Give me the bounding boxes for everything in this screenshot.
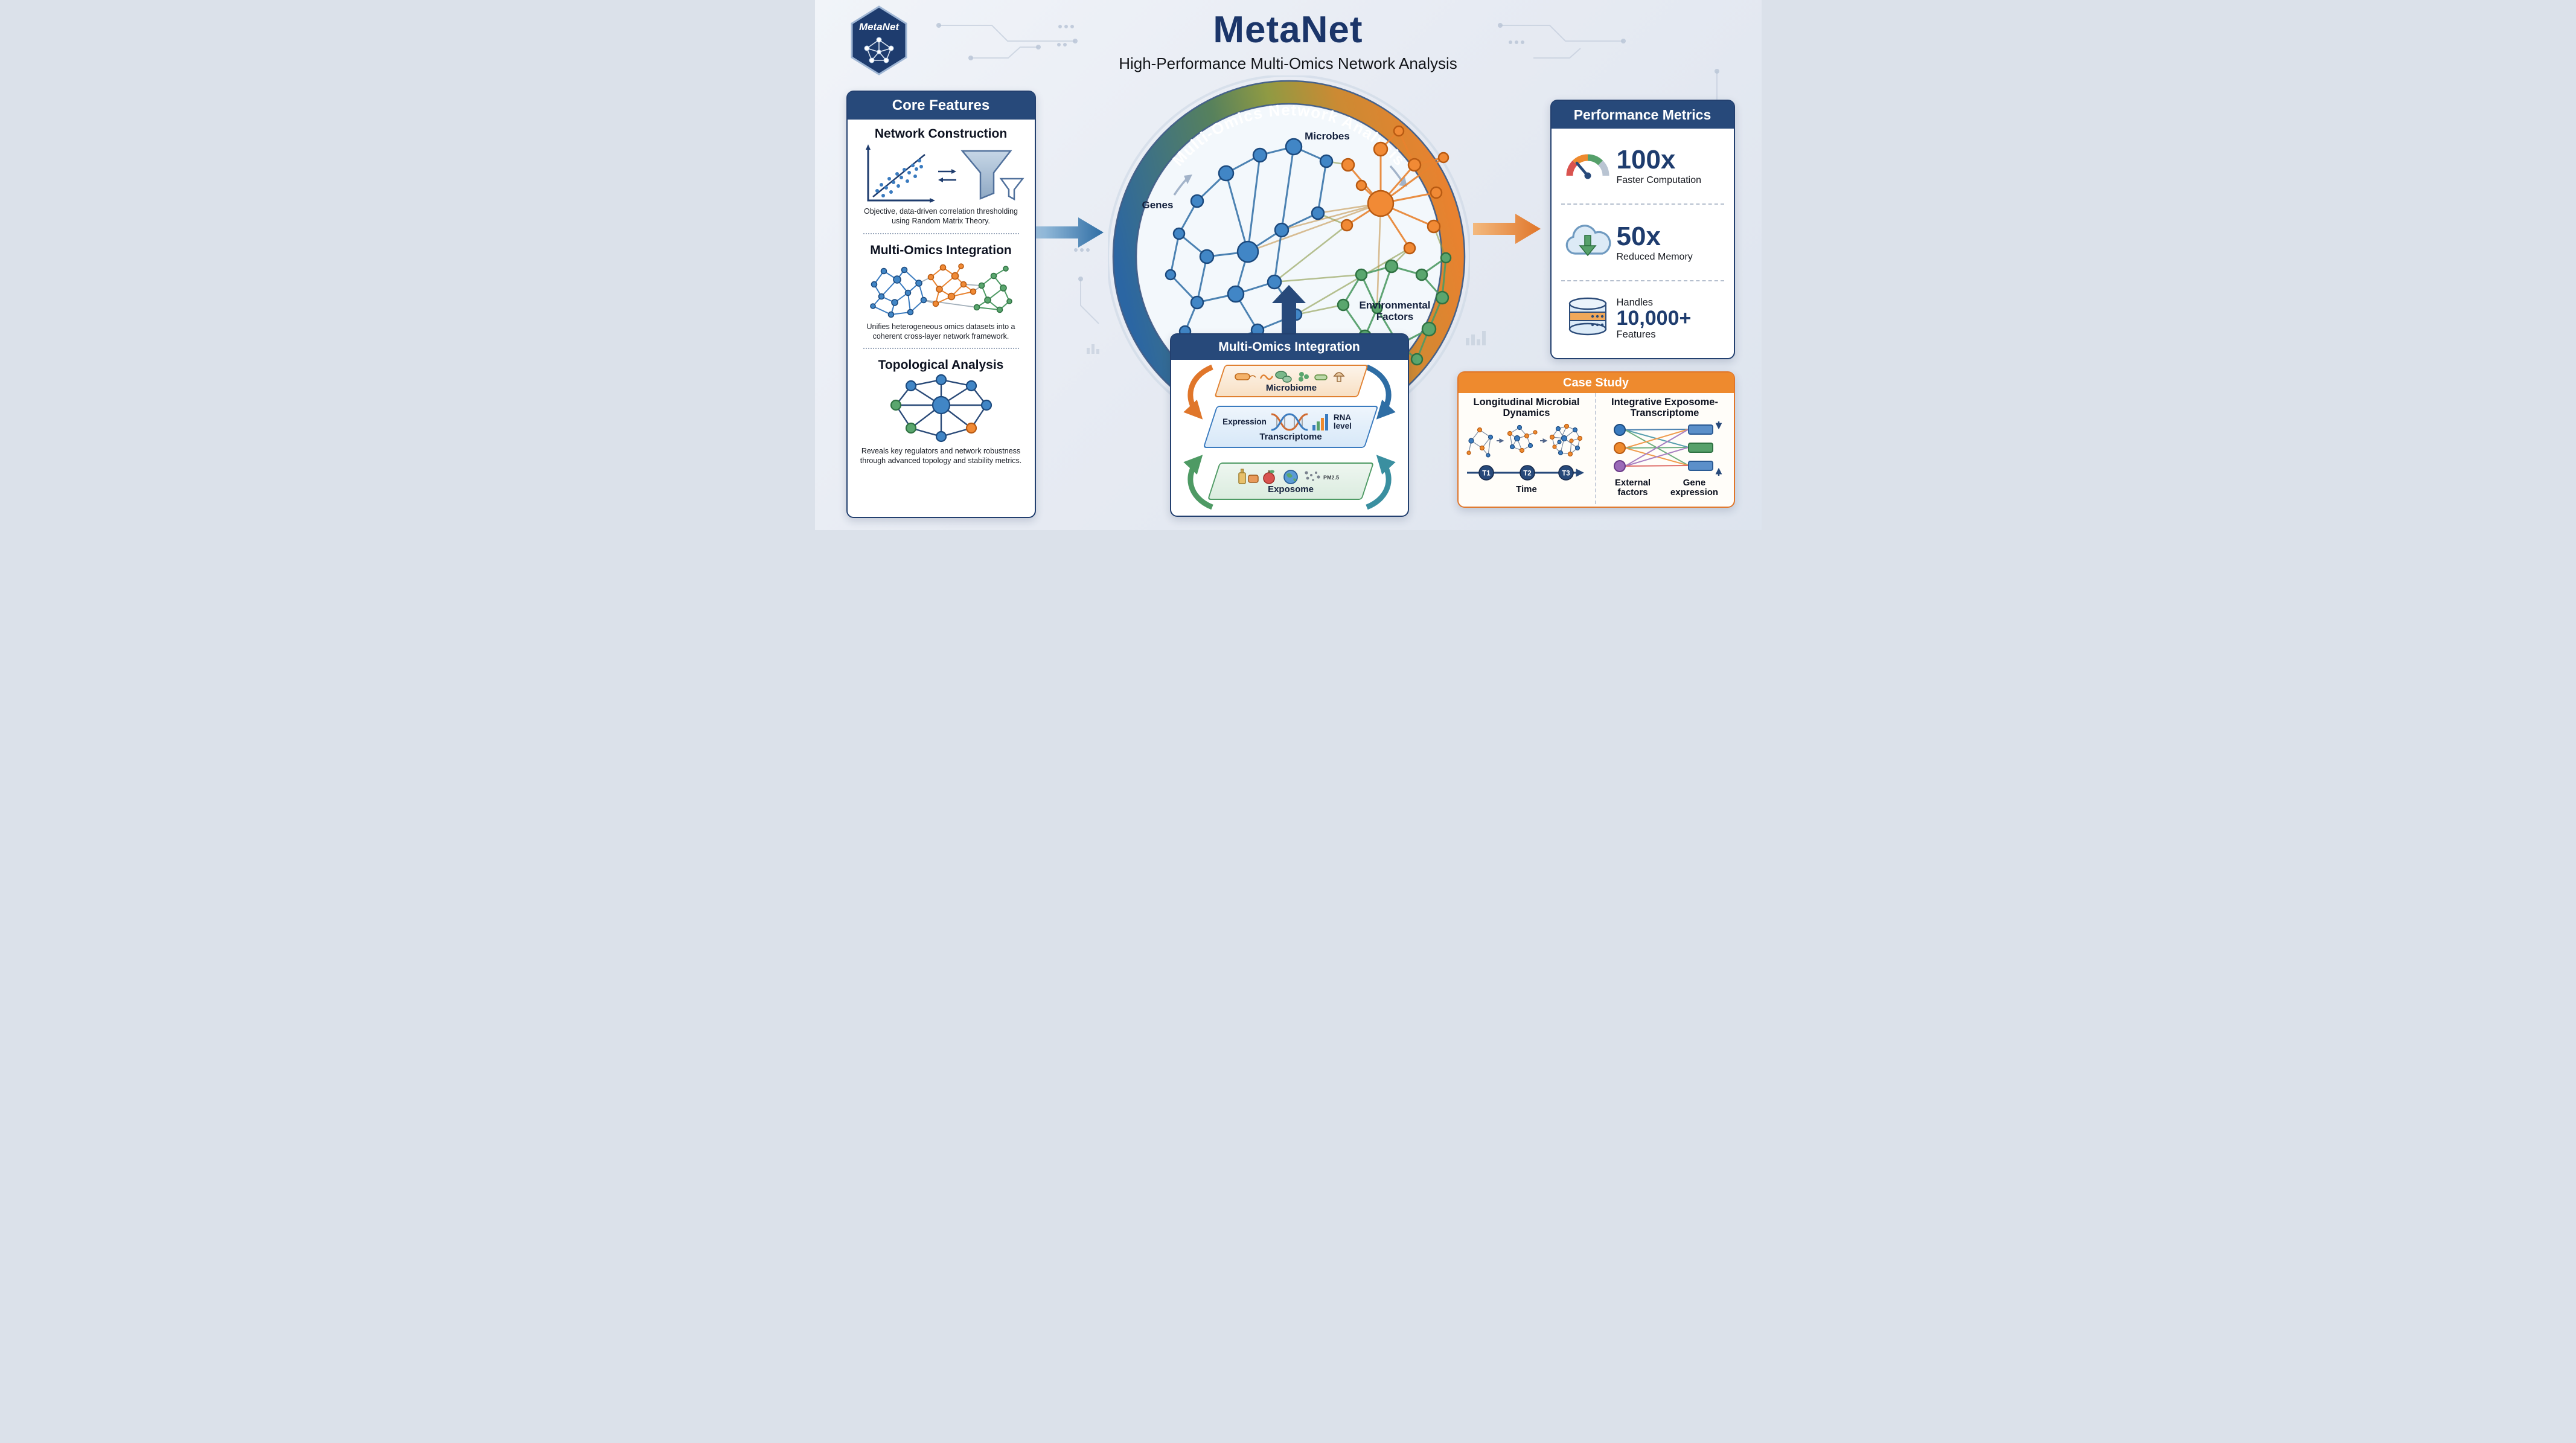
core-features-panel: Core Features Network Construction xyxy=(846,91,1036,518)
page-title: MetaNet xyxy=(1213,9,1363,51)
hexagon-logo-icon: MetaNet xyxy=(851,5,907,75)
longitudinal-heading: Longitudinal Microbial Dynamics xyxy=(1473,397,1580,419)
logo-text: MetaNet xyxy=(858,21,899,33)
microbiome-layer: Microbiome xyxy=(1213,365,1369,397)
metric-faster-computation: 100x Faster Computation xyxy=(1552,129,1734,203)
cross-omics-edges xyxy=(1273,160,1446,316)
transcriptome-label: Transcriptome xyxy=(1259,432,1322,443)
timepoint-t1: T1 xyxy=(1482,470,1491,477)
core-features-title: Core Features xyxy=(847,92,1035,120)
time-axis-label: Time xyxy=(1516,484,1537,494)
tri-network-icon xyxy=(869,263,1012,318)
timepoint-t3: T3 xyxy=(1562,470,1570,477)
metric-label: Features xyxy=(1616,328,1656,340)
environmental-factors-label: Environmental Factors xyxy=(1359,299,1431,322)
metric-value: 50x xyxy=(1616,221,1661,251)
microbial-dynamics-networks xyxy=(1466,423,1582,458)
metric-label: Faster Computation xyxy=(1616,175,1702,186)
feature-heading-topological-analysis: Topological Analysis xyxy=(878,358,1004,372)
timeline: T1 T2 T3 xyxy=(1466,465,1584,481)
divider xyxy=(863,232,1019,234)
page-subtitle: High-Performance Multi-Omics Network Ana… xyxy=(1119,54,1457,72)
metric-reduced-memory: 50x Reduced Memory xyxy=(1552,205,1734,280)
feature-heading-network-construction: Network Construction xyxy=(874,127,1008,141)
transcriptome-layer: Expression R xyxy=(1203,406,1378,448)
metric-prefix: Handles xyxy=(1616,296,1654,308)
microbes-cluster xyxy=(1340,125,1449,255)
metric-value: 10,000+ xyxy=(1616,306,1692,330)
pm25-label: PM2.5 xyxy=(1323,475,1339,481)
exposome-icons: PM2.5 xyxy=(1238,469,1339,485)
divider xyxy=(1561,203,1724,205)
infographic-canvas: MetaNet MetaNet High-Performance Multi-O… xyxy=(814,0,1762,530)
divider xyxy=(863,348,1019,349)
case-study-title: Case Study xyxy=(1458,373,1734,393)
scatter-funnel-icon xyxy=(865,144,1024,203)
microbiome-icons xyxy=(1234,371,1344,383)
timepoint-t2: T2 xyxy=(1523,470,1531,477)
rna-level-label: RNA level xyxy=(1333,412,1352,431)
exchange-arrows-icon xyxy=(938,169,956,182)
performance-metrics-title: Performance Metrics xyxy=(1551,101,1734,129)
integrative-case: Integrative Exposome-Transcriptome xyxy=(1596,393,1734,504)
integrative-heading: Integrative Exposome-Transcriptome xyxy=(1611,397,1718,419)
circuit-decoration xyxy=(887,23,1719,354)
multi-omics-integration-panel: Multi-Omics Integration xyxy=(1169,333,1409,517)
exposome-layer: PM2.5 Exposome xyxy=(1207,462,1374,500)
integration-title: Multi-Omics Integration xyxy=(1171,334,1408,360)
feature-desc-topological-analysis: Reveals key regulators and network robus… xyxy=(860,447,1022,466)
microbes-label: Microbes xyxy=(1305,130,1350,142)
case-study-panel: Case Study Longitudinal Microbial Dynami… xyxy=(1457,371,1735,508)
longitudinal-case: Longitudinal Microbial Dynamics xyxy=(1459,393,1596,504)
feature-desc-network-construction: Objective, data-driven correlation thres… xyxy=(864,207,1018,226)
dna-icon xyxy=(1271,413,1308,431)
metric-features: Handles 10,000+ Features xyxy=(1552,281,1734,356)
external-factors-label: External factors xyxy=(1614,477,1651,498)
expression-label: Expression xyxy=(1222,417,1267,427)
hub-cross-edges xyxy=(1247,202,1381,309)
database-icon xyxy=(1568,297,1606,336)
genes-label: Genes xyxy=(1142,199,1174,211)
cloud-download-icon xyxy=(1565,225,1611,257)
left-flow-arrow-icon xyxy=(1035,217,1104,248)
feature-desc-multi-omics-integration: Unifies heterogeneous omics datasets int… xyxy=(866,322,1015,341)
bipartite-graph xyxy=(1613,421,1722,476)
microbiome-label: Microbiome xyxy=(1265,383,1317,394)
gene-expression-label: Gene expression xyxy=(1670,477,1719,498)
divider xyxy=(1561,280,1724,281)
cycle-arrows-icon xyxy=(1183,364,1396,510)
right-flow-arrow-icon xyxy=(1472,214,1541,244)
ring-direction-arrows xyxy=(1173,165,1407,196)
performance-metrics-panel: Performance Metrics 100x Faster Computat xyxy=(1550,100,1735,359)
feature-heading-multi-omics-integration: Multi-Omics Integration xyxy=(870,243,1012,257)
metric-value: 100x xyxy=(1616,145,1676,175)
speedometer-icon xyxy=(1566,154,1609,179)
metric-label: Reduced Memory xyxy=(1616,251,1693,262)
up-flow-arrow-icon xyxy=(1271,285,1306,334)
metanet-logo: MetaNet xyxy=(849,5,909,76)
rna-bars-icon xyxy=(1312,414,1328,431)
topology-network-icon xyxy=(890,374,992,443)
exposome-label: Exposome xyxy=(1267,484,1314,495)
